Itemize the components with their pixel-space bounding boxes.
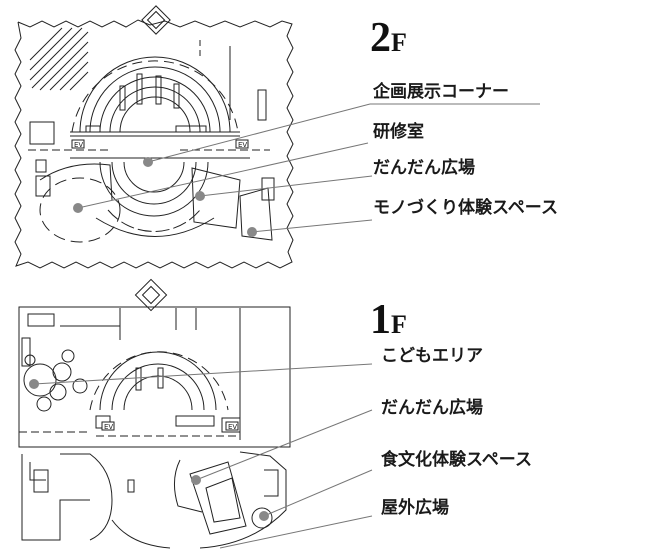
floor-number: 2: [370, 15, 391, 61]
ev-label-1f-right: EV: [228, 423, 237, 431]
area-name: 研修室: [373, 122, 424, 142]
floor-suffix: F: [391, 28, 407, 57]
area-label-exhibition-corner: 企画展示コーナー: [370, 80, 512, 104]
area-name: モノづくり体験スペース: [373, 198, 558, 218]
floor-label-2f: 2F: [370, 14, 407, 62]
area-label-outdoor-plaza: 屋外広場: [378, 496, 452, 520]
area-label-dandan-plaza-1f: だんだん広場: [378, 396, 486, 420]
area-label-kids-area: こどもエリア: [378, 344, 486, 368]
floor-suffix: F: [391, 310, 407, 339]
ev-label-2f-right: EV: [238, 141, 247, 149]
floor-label-1f: 1F: [370, 296, 407, 344]
ev-label-1f-left: EV: [104, 423, 113, 431]
area-label-monozukuri-space: モノづくり体験スペース: [370, 196, 561, 220]
area-name: だんだん広場: [373, 158, 475, 178]
area-label-food-culture-space: 食文化体験スペース: [378, 448, 535, 472]
area-name: こどもエリア: [381, 346, 483, 366]
area-name: だんだん広場: [381, 398, 483, 418]
area-label-training-room: 研修室: [370, 120, 427, 144]
area-name: 食文化体験スペース: [381, 450, 532, 470]
area-name: 企画展示コーナー: [373, 82, 509, 102]
floor-plan-1f: [18, 278, 291, 549]
area-label-dandan-plaza-2f: だんだん広場: [370, 156, 478, 180]
floor-plan-2f: [14, 5, 294, 269]
floor-number: 1: [370, 297, 391, 343]
ev-label-2f-left: EV: [74, 141, 83, 149]
area-name: 屋外広場: [381, 498, 449, 518]
